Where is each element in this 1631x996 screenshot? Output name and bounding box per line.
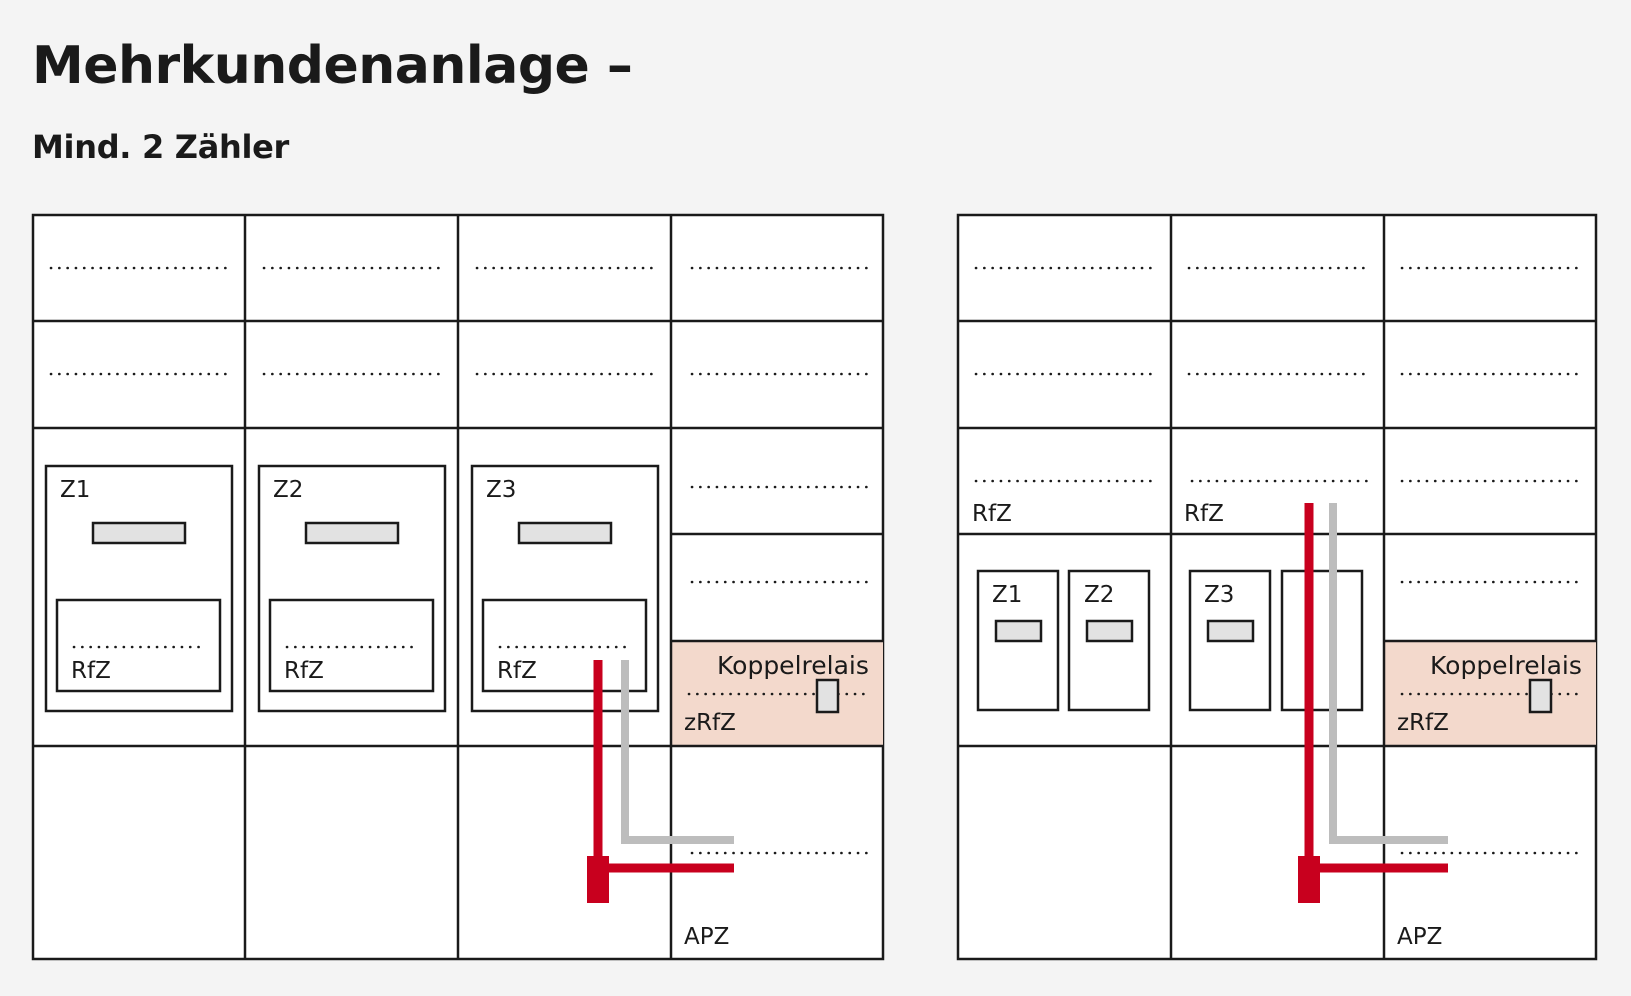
- meter-label: Z3: [1204, 582, 1234, 608]
- page-title: Mehrkundenanlage –: [32, 36, 633, 96]
- rfz-box: [268, 598, 435, 693]
- zrfz-label: zRfZ: [684, 710, 736, 736]
- left-grid-lines: [33, 215, 883, 959]
- rfz-label: RfZ: [1184, 501, 1224, 527]
- left-grey-wire: [621, 660, 734, 844]
- right-cabinet-frame: [956, 213, 1598, 961]
- right-empty-module: [1280, 569, 1364, 712]
- meter-display: [1085, 619, 1134, 643]
- coupling-relay-icon: [1528, 678, 1553, 714]
- coupling-relay-label: Koppelrelais: [1430, 651, 1582, 680]
- meter-display: [1206, 619, 1255, 643]
- meter-label: Z2: [273, 477, 303, 503]
- left-meter-z2: Z2 RfZ: [257, 464, 447, 713]
- meter-display: [517, 521, 613, 545]
- rfz-box: [481, 598, 648, 693]
- meter-label: Z1: [60, 477, 90, 503]
- right-meter-z3: Z3: [1188, 569, 1272, 712]
- right-grid-lines: [958, 215, 1596, 959]
- zrfz-label: zRfZ: [1397, 710, 1449, 736]
- rfz-label: RfZ: [972, 501, 1012, 527]
- apz-label: APZ: [1397, 924, 1442, 950]
- right-red-terminal: [1298, 856, 1320, 903]
- meter-label: Z3: [486, 477, 516, 503]
- meter-display: [994, 619, 1043, 643]
- right-meter-z2: Z2: [1067, 569, 1151, 712]
- coupling-relay-label: Koppelrelais: [717, 651, 869, 680]
- rfz-box: [55, 598, 222, 693]
- meter-display: [91, 521, 187, 545]
- left-meter-z1: Z1 RfZ: [44, 464, 234, 713]
- left-meter-z3: Z3 RfZ: [470, 464, 660, 713]
- rfz-label: RfZ: [284, 658, 324, 684]
- rfz-label: RfZ: [497, 658, 537, 684]
- coupling-relay-icon: [815, 678, 840, 714]
- page-subtitle: Mind. 2 Zähler: [32, 128, 290, 166]
- apz-label: APZ: [684, 924, 729, 950]
- meter-label: Z2: [1084, 582, 1114, 608]
- left-cabinet: Z1 RfZ Z2 RfZ Z3 RfZ Koppelrelais zRf: [31, 213, 885, 961]
- right-grey-wire: [1329, 503, 1448, 844]
- right-cabinet: RfZ RfZ Z1 Z2 Z3 Koppelrelais zRfZ APZ: [956, 213, 1598, 961]
- meter-display: [304, 521, 400, 545]
- left-red-terminal: [587, 856, 609, 903]
- right-meter-z1: Z1: [976, 569, 1060, 712]
- rfz-label: RfZ: [71, 658, 111, 684]
- meter-label: Z1: [992, 582, 1022, 608]
